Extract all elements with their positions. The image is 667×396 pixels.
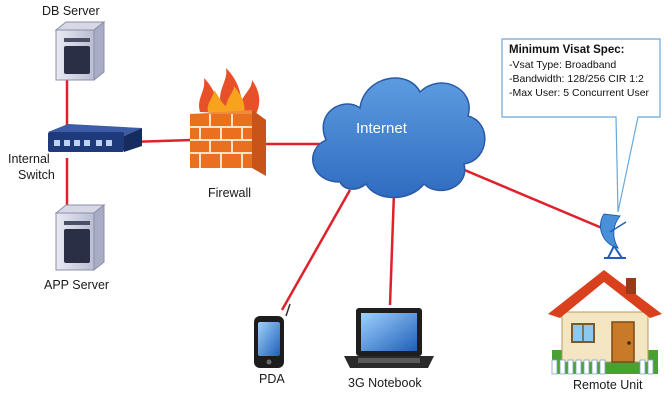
callout-title: Minimum Visat Spec: — [509, 44, 625, 56]
house-icon — [548, 270, 662, 375]
db-server-icon — [54, 20, 106, 82]
vsat-spec-callout: Minimum Visat Spec: -Vsat Type: Broadban… — [502, 39, 660, 117]
callout-line-bandwidth: -Bandwidth: 128/256 CIR 1:2 — [509, 73, 644, 85]
link-internet-vsat — [454, 164, 603, 230]
label-app-server: APP Server — [44, 278, 110, 292]
callout-bubble — [501, 38, 661, 213]
label-internet: Internet — [356, 120, 407, 137]
pda-icon — [254, 303, 291, 368]
label-internal-switch-line2: Switch — [18, 168, 55, 182]
link-internet-pda — [280, 189, 352, 311]
notebook-icon — [344, 308, 434, 368]
firewall-icon — [190, 68, 266, 176]
callout-line-vsat-type: -Vsat Type: Broadband — [509, 59, 617, 71]
app-server-icon — [54, 203, 106, 272]
callout-line-max-user: -Max User: 5 Concurrent User — [509, 87, 650, 99]
label-internal-switch-line1: Internal — [8, 152, 50, 166]
label-db-server: DB Server — [42, 4, 100, 18]
internet-cloud-icon — [312, 77, 486, 199]
vsat-dish-icon — [600, 213, 627, 259]
switch-icon — [48, 124, 142, 152]
label-notebook: 3G Notebook — [348, 376, 422, 390]
label-pda: PDA — [259, 372, 285, 386]
link-internet-notebook — [388, 191, 396, 306]
label-firewall: Firewall — [208, 186, 252, 200]
label-remote-unit: Remote Unit — [573, 378, 643, 392]
